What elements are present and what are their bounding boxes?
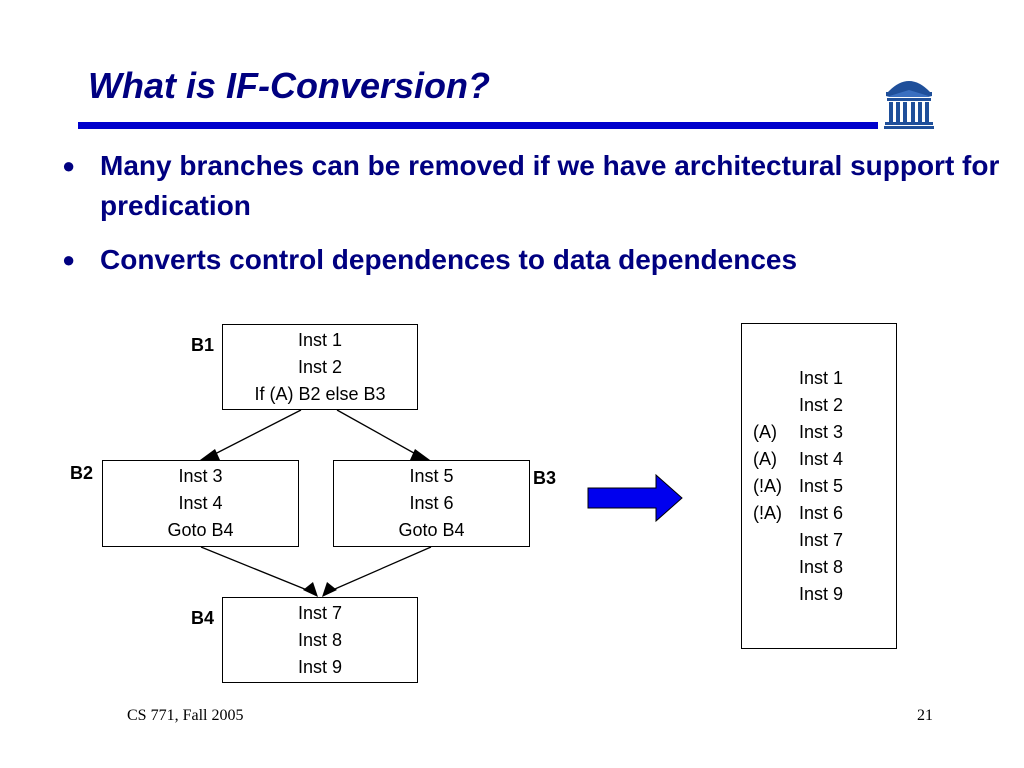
edge-b1-b3 <box>336 409 422 458</box>
bullet-text: Converts control dependences to data dep… <box>100 244 798 275</box>
instruction-line: Inst 3 <box>178 466 223 486</box>
code-line: Inst 1 <box>742 365 898 392</box>
bullet-list: ● Many branches can be removed if we hav… <box>62 146 1002 294</box>
predicate: (!A) <box>753 503 782 523</box>
code-line: Inst 8 <box>742 554 898 581</box>
footer-course: CS 771, Fall 2005 <box>127 707 244 724</box>
block-label-b3: B3 <box>533 468 557 488</box>
rotunda-logo-icon <box>884 81 934 129</box>
arrowhead <box>410 449 430 460</box>
basic-block-b3: Inst 5 Inst 6 Goto B4 <box>333 460 530 547</box>
arrowhead <box>200 449 220 460</box>
instruction: Inst 8 <box>799 557 844 577</box>
bullet-item: ● Converts control dependences to data d… <box>62 240 1002 280</box>
instruction: Inst 3 <box>799 422 844 442</box>
instruction-line: Inst 7 <box>297 603 343 623</box>
instruction-line: Inst 2 <box>297 357 343 377</box>
block-arrow-right-icon <box>587 473 683 523</box>
basic-block-b4: Inst 7 Inst 8 Inst 9 <box>222 597 418 683</box>
instruction-line: Inst 8 <box>297 630 343 650</box>
block-label-b1: B1 <box>191 335 215 355</box>
code-line: (!A) Inst 6 <box>742 500 898 527</box>
edge-b3-b4 <box>327 546 432 593</box>
edge-b1-b2 <box>208 409 302 458</box>
instruction-line: Inst 6 <box>409 493 454 513</box>
instruction: Inst 4 <box>799 449 844 469</box>
instruction-line: Inst 1 <box>297 330 343 350</box>
instruction: Inst 1 <box>799 368 844 388</box>
predicate: (A) <box>753 422 777 442</box>
instruction-line: Goto B4 <box>398 520 465 540</box>
basic-block-b2: Inst 3 Inst 4 Goto B4 <box>102 460 299 547</box>
title-underline <box>78 122 878 129</box>
code-line: Inst 2 <box>742 392 898 419</box>
instruction: Inst 2 <box>799 395 844 415</box>
instruction: Inst 5 <box>799 476 844 496</box>
instruction-line: If (A) B2 else B3 <box>254 384 386 404</box>
predicated-code-box: Inst 1 Inst 2 (A) Inst 3 (A) Inst 4 (!A)… <box>741 323 897 649</box>
bullet-icon: ● <box>62 153 76 178</box>
slide-title: What is IF-Conversion? <box>88 65 491 106</box>
instruction: Inst 6 <box>799 503 844 523</box>
block-label-b2: B2 <box>70 463 94 483</box>
code-line: (A) Inst 4 <box>742 446 898 473</box>
instruction-line: Inst 9 <box>297 657 343 677</box>
code-line: (!A) Inst 5 <box>742 473 898 500</box>
code-line: (A) Inst 3 <box>742 419 898 446</box>
predicate: (!A) <box>753 476 782 496</box>
basic-block-b1: Inst 1 Inst 2 If (A) B2 else B3 <box>222 324 418 410</box>
block-label-b4: B4 <box>191 608 215 628</box>
instruction: Inst 9 <box>799 584 844 604</box>
code-line: Inst 7 <box>742 527 898 554</box>
edge-b2-b4 <box>200 546 313 593</box>
bullet-icon: ● <box>62 247 76 272</box>
predicate: (A) <box>753 449 777 469</box>
code-line: Inst 9 <box>742 581 898 608</box>
instruction: Inst 7 <box>799 530 844 550</box>
footer-page-number: 21 <box>917 707 933 724</box>
bullet-text: Many branches can be removed if we have … <box>100 150 1000 221</box>
bullet-item: ● Many branches can be removed if we hav… <box>62 146 1002 226</box>
arrowhead <box>322 582 337 597</box>
instruction-line: Inst 4 <box>178 493 223 513</box>
instruction-line: Goto B4 <box>167 520 234 540</box>
instruction-line: Inst 5 <box>409 466 454 486</box>
arrowhead <box>303 582 318 597</box>
